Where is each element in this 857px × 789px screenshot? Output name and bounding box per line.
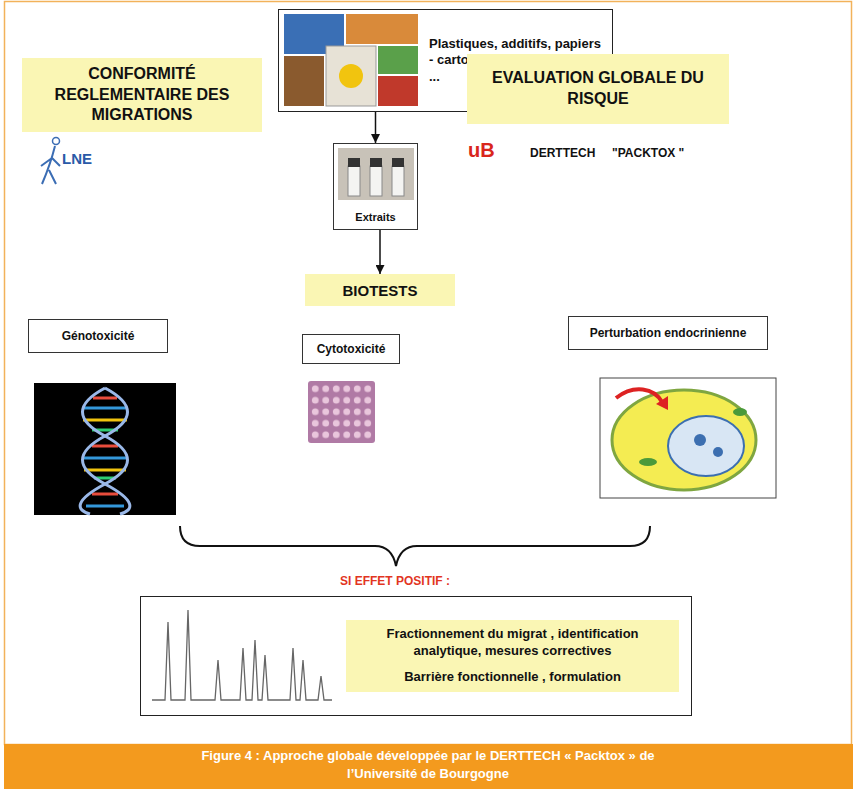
logo-body [41, 146, 60, 184]
test-box: Perturbation endocrinienne [568, 316, 768, 350]
image-frame [600, 378, 776, 498]
plate-wells [310, 383, 373, 441]
condition-label: SI EFFET POSITIF : [295, 574, 495, 588]
extracts-box: Extraits [333, 143, 418, 230]
node-text: Génotoxicité [62, 329, 135, 343]
biotests-band: BIOTESTS [305, 274, 455, 306]
lab-name: DERTTECH [530, 146, 595, 160]
text-panel: Fractionnement du migrat , identificatio… [346, 620, 679, 692]
packaging-item [378, 76, 418, 106]
result-box: Fractionnement du migrat , identificatio… [140, 596, 692, 716]
flow-arrow [375, 112, 377, 143]
packaging-item [346, 14, 418, 44]
packaging-item [284, 56, 324, 106]
dna-rung [83, 419, 127, 422]
heading-band: CONFORMITÉ REGLEMENTAIRE DES MIGRATIONS [22, 58, 262, 132]
chromatogram [152, 610, 332, 700]
dna-image [34, 383, 176, 515]
flow-arrow [379, 230, 381, 274]
node-text: Barrière fonctionnelle , formulation [354, 669, 671, 686]
node-text: Extraits [355, 211, 395, 223]
heading-band: EVALUATION GLOBALE DU RISQUE [467, 54, 729, 124]
organelle [639, 458, 657, 466]
dna-rung [86, 505, 124, 508]
logo-text: uB [468, 139, 495, 162]
logo-head [53, 138, 60, 145]
dna-rung [83, 457, 127, 460]
packaging-photo [284, 14, 418, 106]
figure-caption: Figure 4 : Approche globale développée p… [183, 747, 673, 782]
dna-rung [92, 445, 118, 448]
curly-brace [180, 526, 650, 566]
vial [370, 166, 382, 196]
plate-body [308, 381, 375, 443]
signal-arrowhead [656, 396, 668, 410]
vial-cap [348, 158, 360, 167]
packaging-item [339, 64, 363, 88]
cell-nucleus [668, 416, 744, 476]
receptor-dot [694, 434, 706, 446]
dna-rung [84, 469, 126, 472]
caption-bar [4, 744, 853, 789]
signal-arrow [616, 389, 662, 402]
dna-rung [84, 407, 126, 410]
project-name: "PACKTOX " [612, 146, 684, 160]
dna-strand [80, 388, 127, 514]
logo-text: LNE [62, 150, 92, 167]
vial [348, 166, 360, 196]
vial-cap [370, 158, 382, 167]
well-plate-image [308, 381, 375, 443]
packaging-item [326, 46, 376, 106]
node-text: EVALUATION GLOBALE DU RISQUE [491, 68, 705, 110]
vials-photo [338, 148, 414, 200]
photo-ground [338, 148, 414, 200]
image-ground [34, 383, 176, 515]
dna-rung [93, 397, 117, 400]
node-text: Perturbation endocrinienne [590, 326, 747, 340]
dna-rung [92, 493, 118, 496]
packaging-item [378, 46, 418, 74]
node-text: BIOTESTS [342, 282, 417, 299]
chromatogram-trace [152, 610, 332, 700]
receptor-dot [713, 447, 723, 457]
figure-frame [5, 2, 852, 745]
node-text: Fractionnement du migrat , identificatio… [354, 626, 671, 660]
node-text: CONFORMITÉ REGLEMENTAIRE DES MIGRATIONS [46, 64, 238, 126]
vial-cap [392, 158, 404, 167]
test-box: Génotoxicité [28, 319, 168, 353]
node-text: Cytotoxicité [317, 342, 386, 356]
cell-image [600, 378, 776, 498]
lne-logo-figure [41, 138, 60, 185]
test-box: Cytotoxicité [302, 334, 400, 364]
cell-membrane [612, 390, 756, 490]
organelle [733, 408, 747, 416]
vial [392, 166, 404, 196]
